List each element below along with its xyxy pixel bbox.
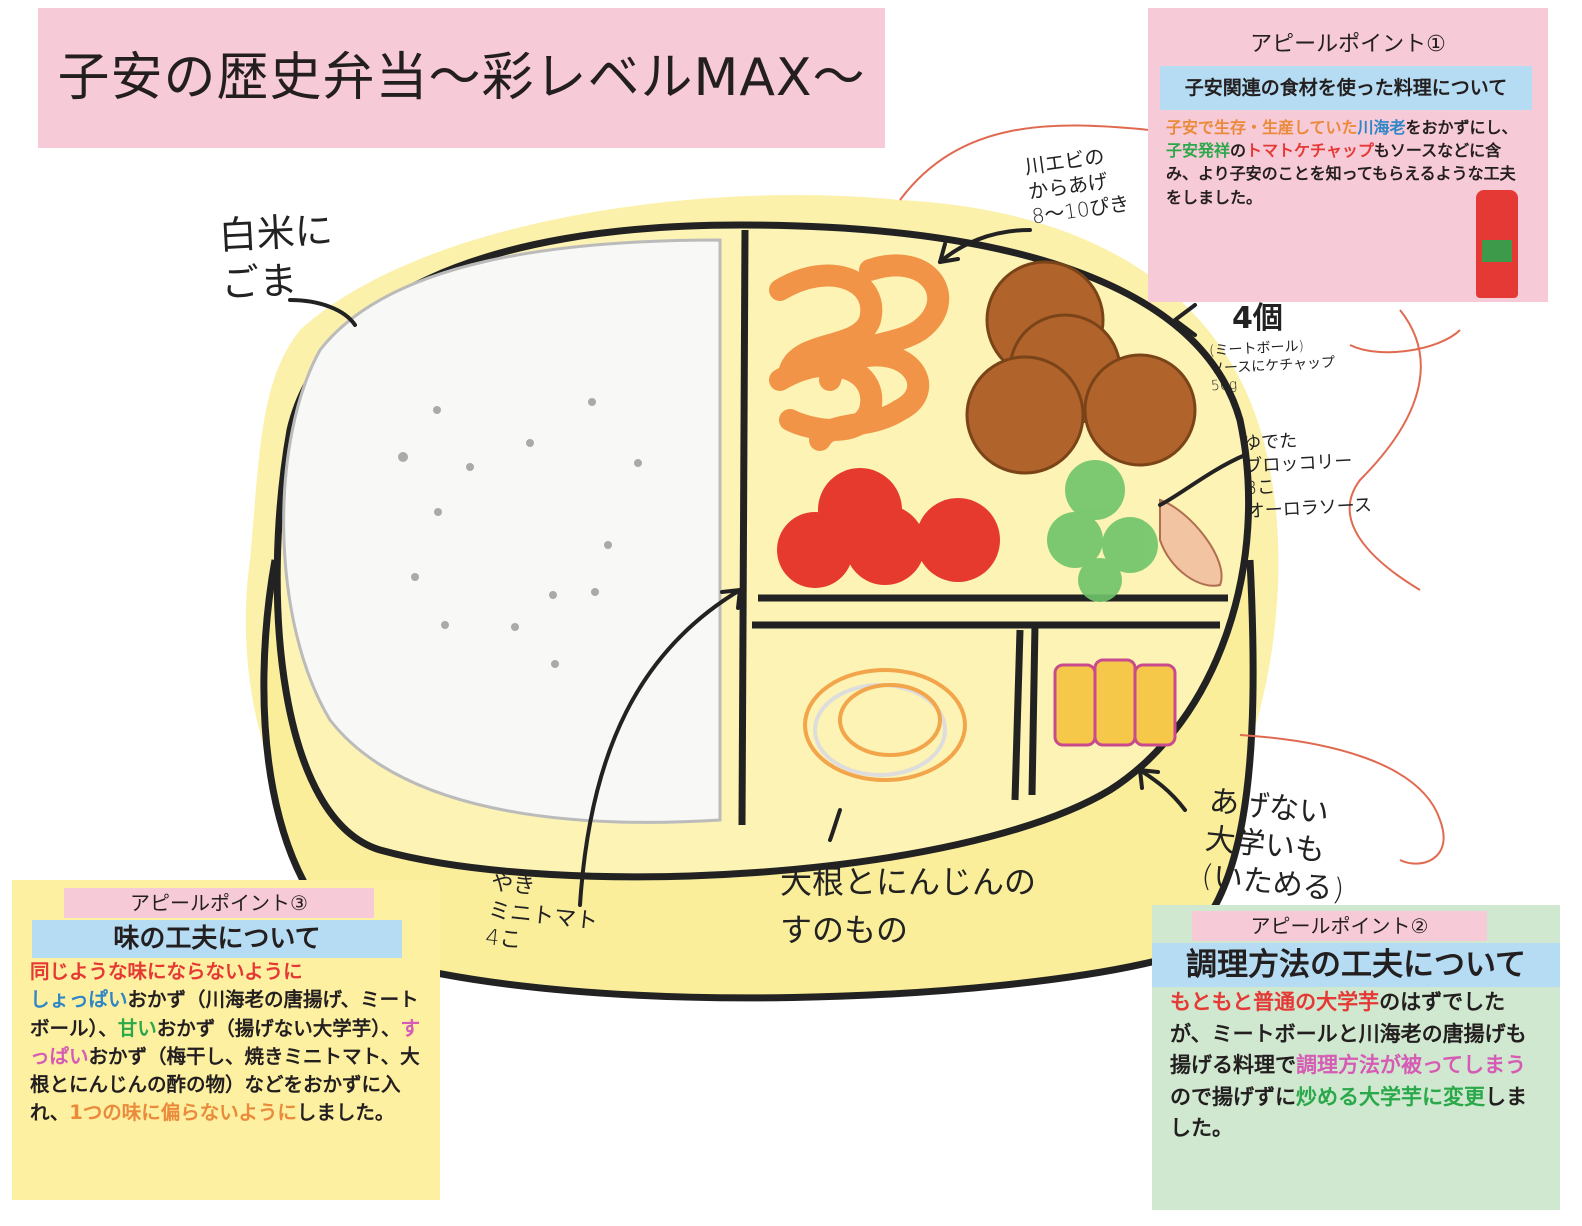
- appeal-1-heading: 子安関連の食材を使った料理について: [1160, 66, 1532, 110]
- fried-shrimp: [769, 254, 950, 451]
- appeal-3-heading: 味の工夫について: [32, 920, 402, 958]
- appeal-text-segment: 川海老: [1357, 118, 1406, 137]
- leader-lines: [288, 228, 1247, 907]
- sesame-seeds: [398, 398, 642, 668]
- appeal-1-body: 子安で生存・生産していた川海老をおかずにし、子安発祥のトマトケチャップもソースな…: [1166, 116, 1518, 209]
- appeal-3-label: アピールポイント③: [64, 888, 374, 918]
- rice: [282, 238, 722, 824]
- appeal-text-segment: しました。: [1170, 1084, 1527, 1141]
- appeal-text-segment: しました。: [296, 1101, 395, 1125]
- appeal-text-segment: しょっぱい: [30, 988, 128, 1012]
- appeal-2-label: アピールポイント②: [1192, 911, 1487, 941]
- appeal-text-segment: ので揚げずに: [1170, 1084, 1296, 1109]
- annotation-meatball-detail: (ミートボール) ソースにケチャップ 50g: [1208, 338, 1336, 395]
- appeal-text-segment: 炒める大学芋に変更: [1296, 1084, 1485, 1109]
- title-banner: 子安の歴史弁当〜彩レベルMAX〜: [38, 8, 885, 148]
- dividers: [738, 229, 1228, 826]
- appeal-2-body: もともと普通の大学芋のはずでしたが、ミートボールと川海老の唐揚げも揚げる料理で調…: [1170, 987, 1540, 1145]
- appeal-text-segment: 子安発祥: [1166, 141, 1231, 161]
- red-decor-lines: [899, 124, 1461, 865]
- appeal-text-segment: すっぱい: [30, 1016, 421, 1068]
- appeal-text-segment: トマトケチャップ: [1246, 141, 1374, 161]
- annotation-rice: 白米に ごま: [217, 208, 334, 306]
- annotation-sweet-potato: あげない 大学いも (いためる): [1199, 783, 1346, 909]
- appeal-text-segment: の: [1230, 141, 1247, 161]
- appeal-text-segment: もともと普通の大学芋: [1170, 990, 1380, 1014]
- daikon-carrot-sunomono: [803, 668, 967, 782]
- appeal-point-1: アピールポイント① 子安関連の食材を使った料理について 子安で生存・生産していた…: [1148, 8, 1548, 302]
- ketchup-bottle-icon: [1476, 190, 1518, 298]
- appeal-text-segment: 調理方法が被ってしまう: [1296, 1053, 1526, 1077]
- appeal-2-heading: 調理方法の工夫について: [1152, 943, 1560, 987]
- appeal-3-body: 同じような味にならないようにしょっぱいおかず（川海老の唐揚げ、ミートボール）、甘…: [30, 958, 430, 1128]
- appeal-text-segment: おかず（川海老の唐揚げ、ミートボール）、: [30, 988, 419, 1040]
- annotation-broccoli: ゆでた ブロッコリー 3こ オーロラソース: [1242, 430, 1373, 522]
- meatballs: [965, 260, 1197, 475]
- appeal-text-segment: おかず（揚げない大学芋）、: [156, 1016, 401, 1040]
- sweet-potato: [1053, 658, 1177, 747]
- appeal-text-segment: のはずでしたが、ミートボールと川海老の唐揚げも揚げる料理で: [1170, 990, 1527, 1077]
- appeal-text-segment: おかず（梅干し、焼きミニトマト、大根とにんじんの酢の物）などをおかずに入れ、: [30, 1044, 420, 1125]
- appeal-text-segment: もソースなどに含み、より子安のことを知ってもらえるような工夫をしました。: [1166, 141, 1516, 207]
- appeal-text-segment: 甘い: [117, 1016, 157, 1040]
- appeal-text-segment: 1つの味に偏らないように: [69, 1101, 297, 1125]
- annotation-meatball-count: 4個: [1232, 301, 1283, 336]
- appeal-text-segment: 同じような味にならないように: [30, 960, 303, 983]
- appeal-text-segment: をおかずにし、: [1405, 118, 1518, 137]
- appeal-text-segment: 子安で生存・生産していた: [1166, 118, 1358, 137]
- page-title: 子安の歴史弁当〜彩レベルMAX〜: [57, 48, 866, 108]
- sauce-bottle: [1159, 498, 1223, 587]
- appeal-point-2: アピールポイント② 調理方法の工夫について もともと普通の大学芋のはずでしたが、…: [1152, 905, 1560, 1210]
- appeal-point-3: アピールポイント③ 味の工夫について 同じような味にならないようにしょっぱいおか…: [12, 880, 440, 1200]
- appeal-1-label: アピールポイント①: [1250, 32, 1446, 57]
- annotation-sunomono: 大根とにんじんの すのもの: [780, 863, 1037, 949]
- mini-tomatoes: [777, 468, 1000, 588]
- annotation-tomato: やき ミニトマト 4こ: [484, 870, 600, 954]
- annotation-shrimp: 川エビの からあげ 8〜10ぴき: [1023, 144, 1131, 229]
- broccoli: [1047, 460, 1158, 602]
